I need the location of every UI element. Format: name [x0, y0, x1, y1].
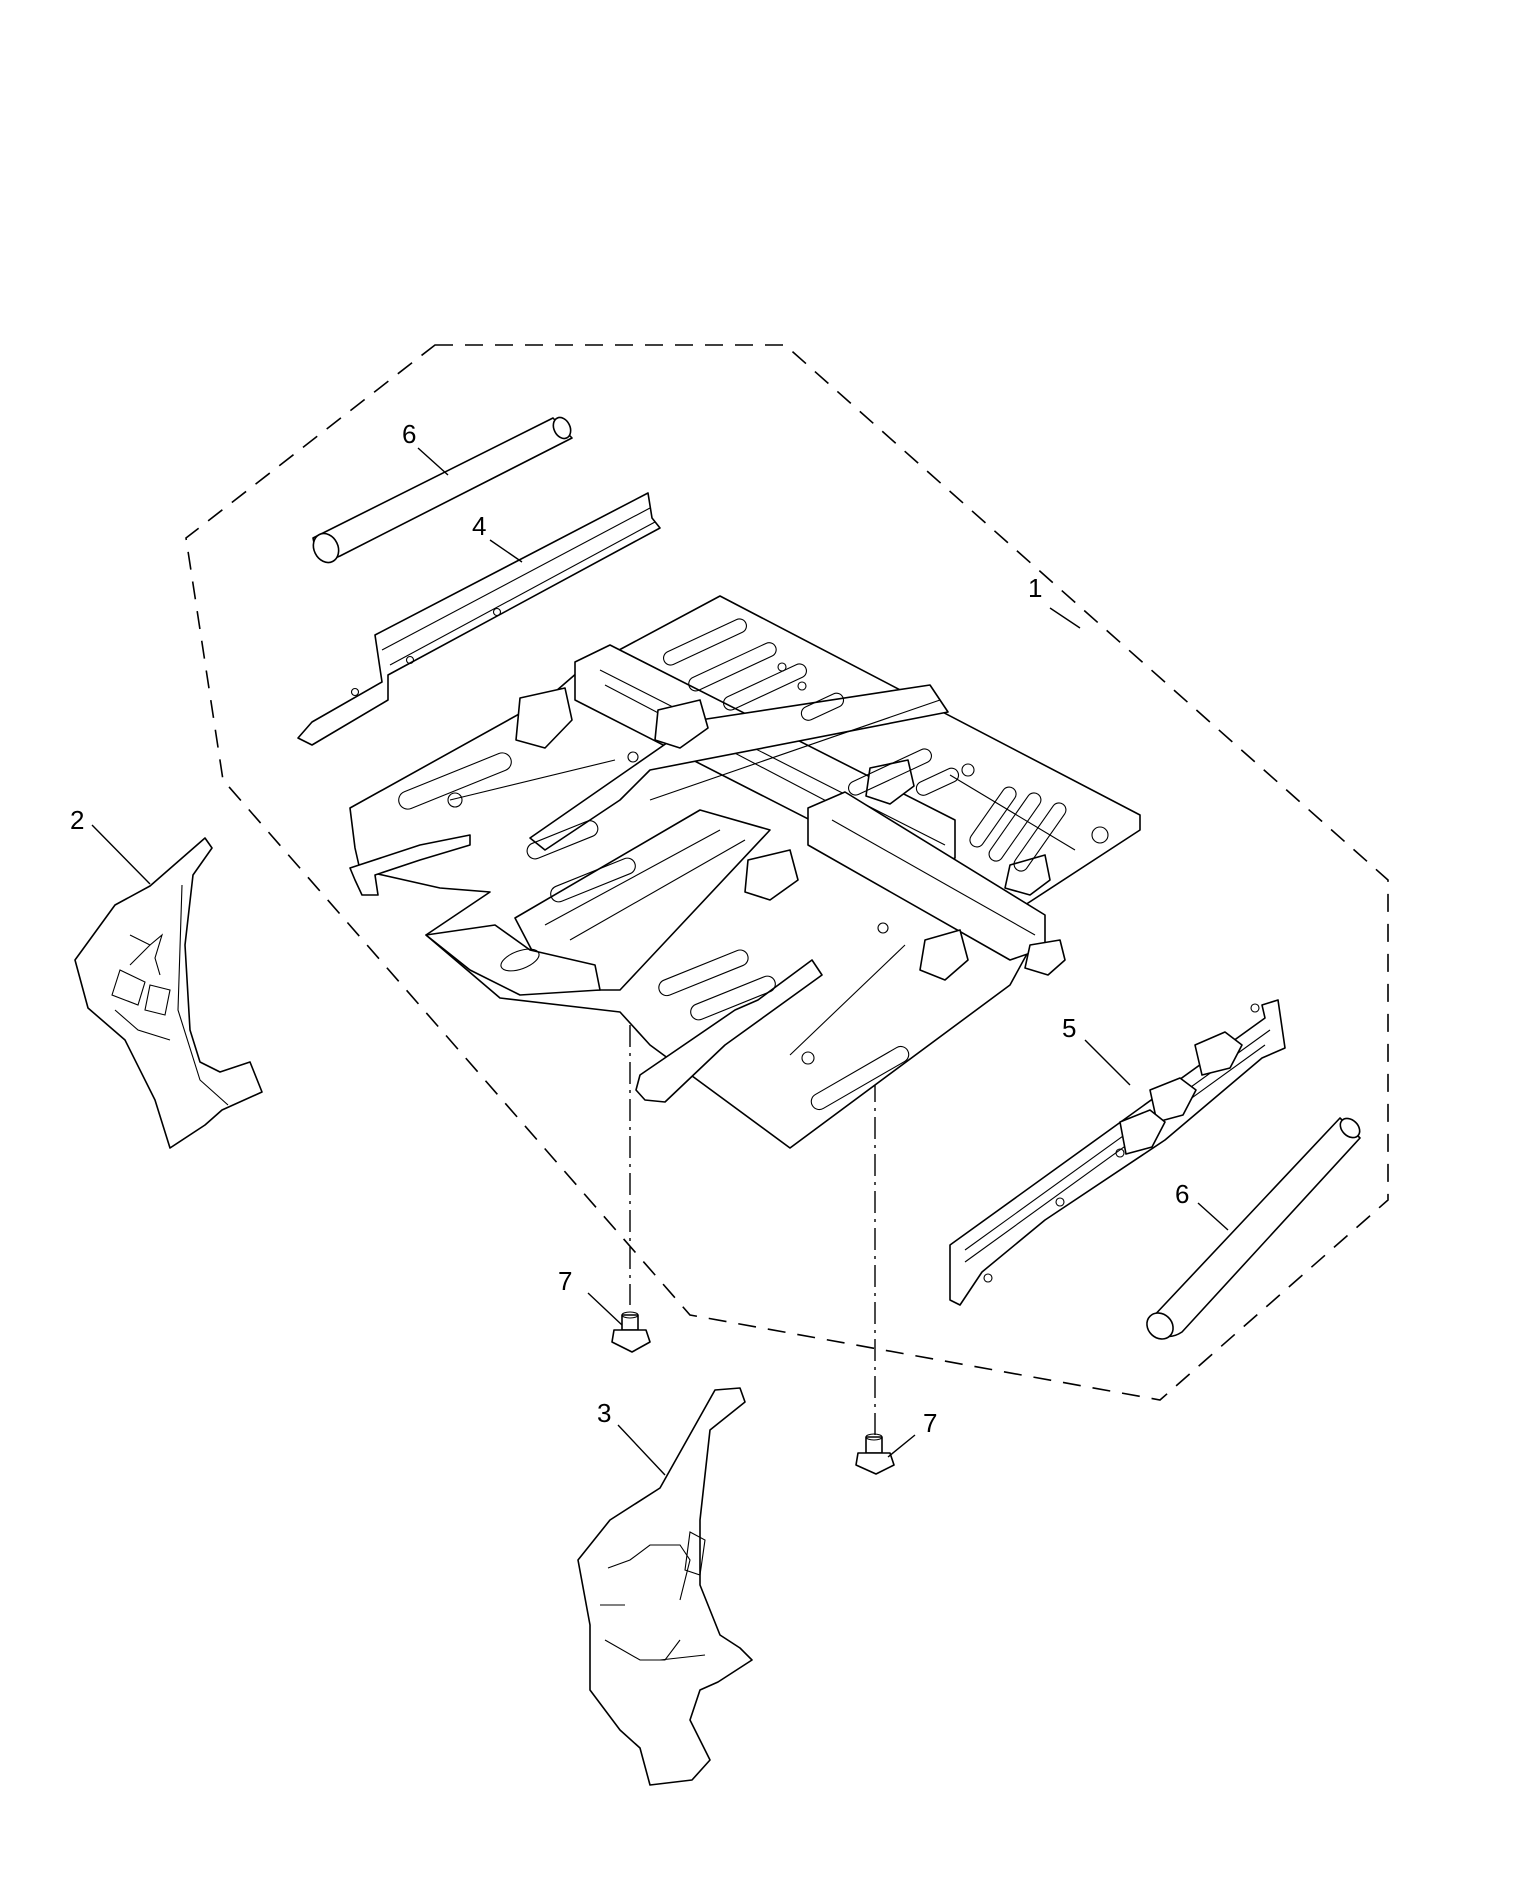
callout-6-lower: 6 [1175, 1179, 1189, 1209]
leader-6b [1197, 1202, 1229, 1231]
part-4-upper-rail [297, 492, 661, 746]
callout-6-upper: 6 [402, 419, 416, 449]
part-7-fastener-right [855, 1433, 895, 1475]
part-6-lower-tube [1146, 1117, 1361, 1340]
leader-7b [887, 1434, 916, 1458]
assembly-boundary [185, 344, 1389, 1401]
callout-1: 1 [1028, 573, 1042, 603]
part-3-right-pillar [577, 1387, 753, 1786]
part-1-floor-pan [349, 595, 1141, 1149]
callout-4: 4 [472, 511, 486, 541]
part-2-left-pillar [74, 837, 263, 1149]
part-5-lower-rail [949, 999, 1286, 1306]
leader-3 [617, 1424, 666, 1476]
part-7-fastener-left [611, 1311, 651, 1353]
callout-7-right: 7 [923, 1408, 937, 1438]
leader-6a [417, 447, 449, 476]
callout-3: 3 [597, 1398, 611, 1428]
callout-2: 2 [70, 805, 84, 835]
part-6-upper-tube [312, 416, 573, 564]
callout-7-left: 7 [558, 1266, 572, 1296]
leader-1 [1049, 607, 1081, 629]
callout-5: 5 [1062, 1013, 1076, 1043]
leader-7a [587, 1292, 623, 1326]
leader-4 [489, 539, 523, 563]
leader-2 [91, 824, 151, 885]
leader-5 [1084, 1039, 1131, 1086]
